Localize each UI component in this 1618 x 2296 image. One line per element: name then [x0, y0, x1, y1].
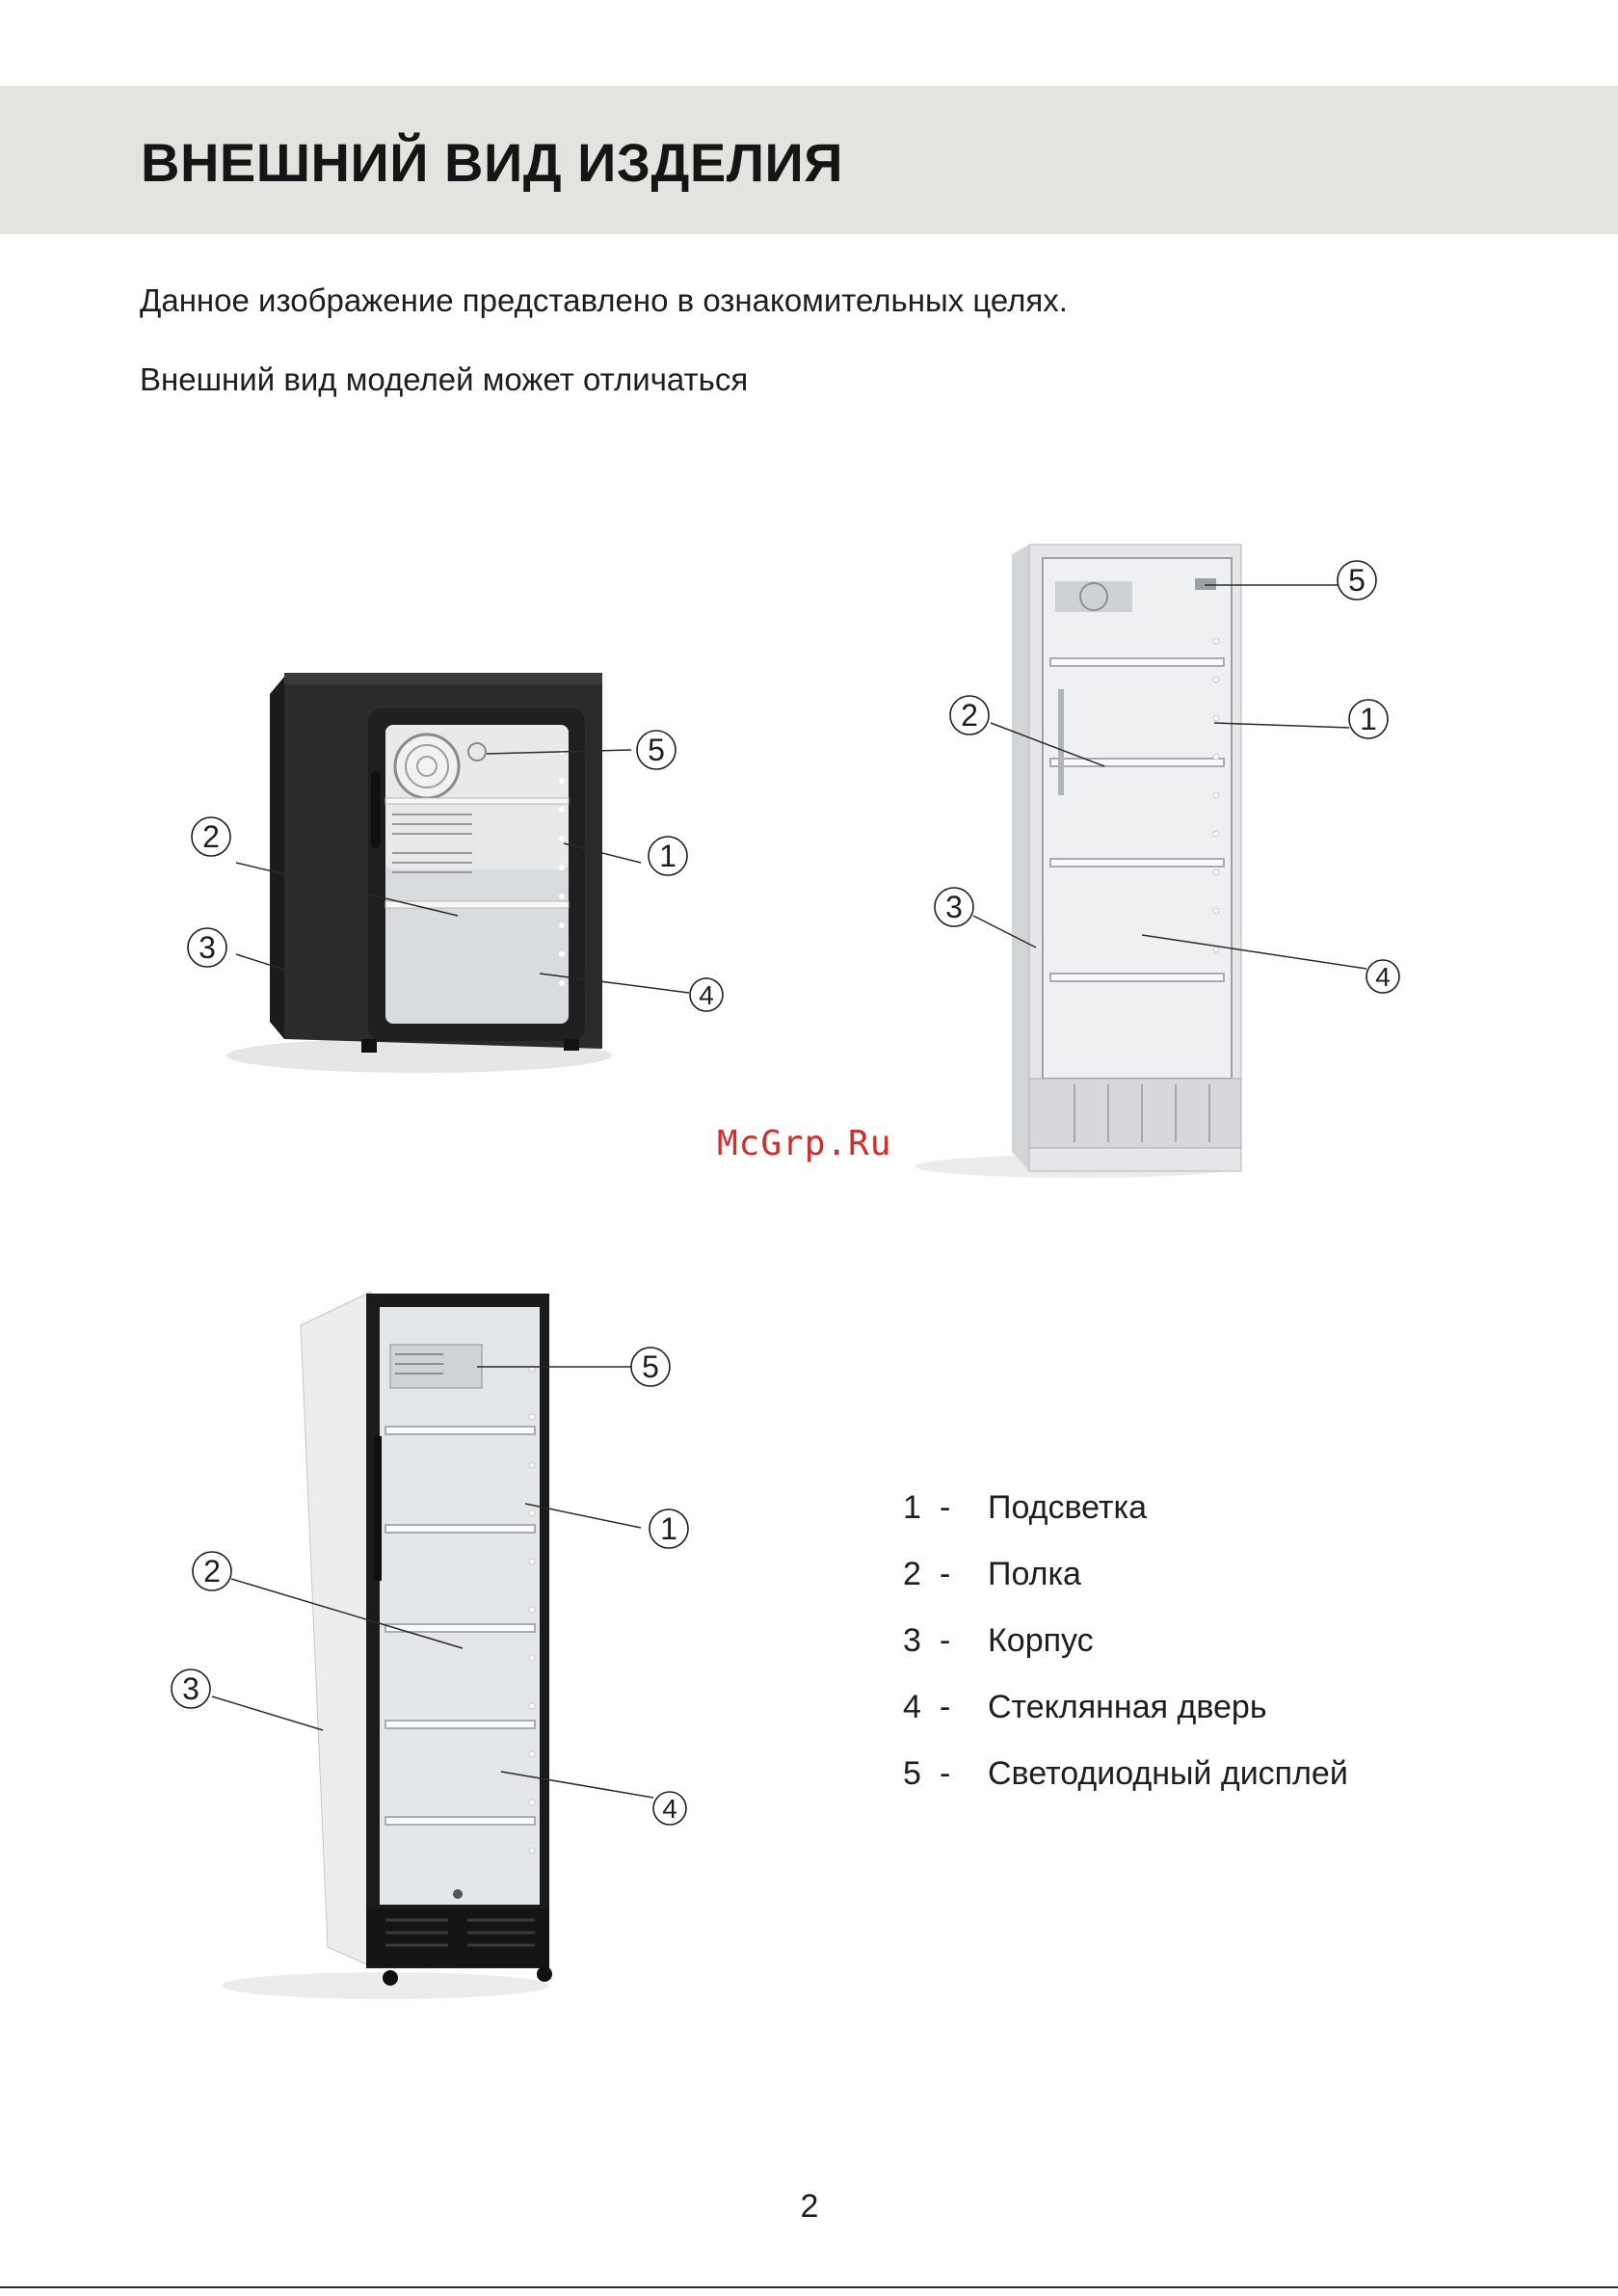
callout-2: 2: [203, 1554, 221, 1589]
legend-number: 5: [903, 1755, 940, 1793]
intro-line-1: Данное изображение представлено в ознако…: [140, 282, 1068, 319]
callout-5: 5: [642, 1349, 659, 1384]
legend-item: 2 - Полка: [903, 1556, 1348, 1622]
page-number: 2: [790, 2188, 829, 2226]
legend-item: 4 - Стеклянная дверь: [903, 1689, 1348, 1755]
parts-legend: 1 - Подсветка 2 - Полка 3 - Корпус 4 - С…: [903, 1489, 1348, 1822]
callout-5: 5: [1348, 563, 1366, 598]
bottom-rule: [0, 2286, 1618, 2288]
legend-item: 1 - Подсветка: [903, 1489, 1348, 1556]
legend-item: 3 - Корпус: [903, 1622, 1348, 1689]
page-title: ВНЕШНИЙ ВИД ИЗДЕЛИЯ: [141, 131, 843, 194]
callout-1: 1: [660, 1511, 677, 1546]
fridge-small-figure: 5 1 2 3 4: [178, 655, 747, 1080]
callout-3: 3: [945, 890, 963, 924]
legend-dash: -: [940, 1622, 988, 1660]
callout-4: 4: [662, 1794, 677, 1824]
legend-label: Полка: [988, 1556, 1081, 1593]
callout-1: 1: [659, 839, 676, 873]
legend-label: Стеклянная дверь: [988, 1689, 1267, 1726]
fridge-tall-white-figure: 5 1 2 3 4: [887, 535, 1426, 1181]
fridge-tall-black-figure: 5 1 2 3 4: [154, 1272, 694, 2005]
legend-item: 5 - Светодиодный дисплей: [903, 1755, 1348, 1822]
callout-3: 3: [199, 930, 216, 965]
legend-number: 2: [903, 1556, 940, 1593]
callout-2: 2: [202, 819, 220, 854]
legend-number: 3: [903, 1622, 940, 1660]
callout-4: 4: [1375, 962, 1391, 992]
legend-label: Корпус: [988, 1622, 1094, 1660]
legend-dash: -: [940, 1556, 988, 1593]
callout-3: 3: [182, 1671, 199, 1706]
watermark-text: McGrp.Ru: [717, 1124, 891, 1163]
callout-4: 4: [699, 980, 714, 1010]
callout-2: 2: [961, 698, 978, 733]
legend-dash: -: [940, 1755, 988, 1793]
legend-number: 4: [903, 1689, 940, 1726]
legend-number: 1: [903, 1489, 940, 1527]
legend-label: Подсветка: [988, 1489, 1147, 1527]
legend-dash: -: [940, 1489, 988, 1527]
callout-1: 1: [1360, 702, 1377, 736]
legend-dash: -: [940, 1689, 988, 1726]
legend-label: Светодиодный дисплей: [988, 1755, 1348, 1793]
intro-line-2: Внешний вид моделей может отличаться: [140, 361, 748, 398]
callout-5: 5: [648, 733, 665, 767]
